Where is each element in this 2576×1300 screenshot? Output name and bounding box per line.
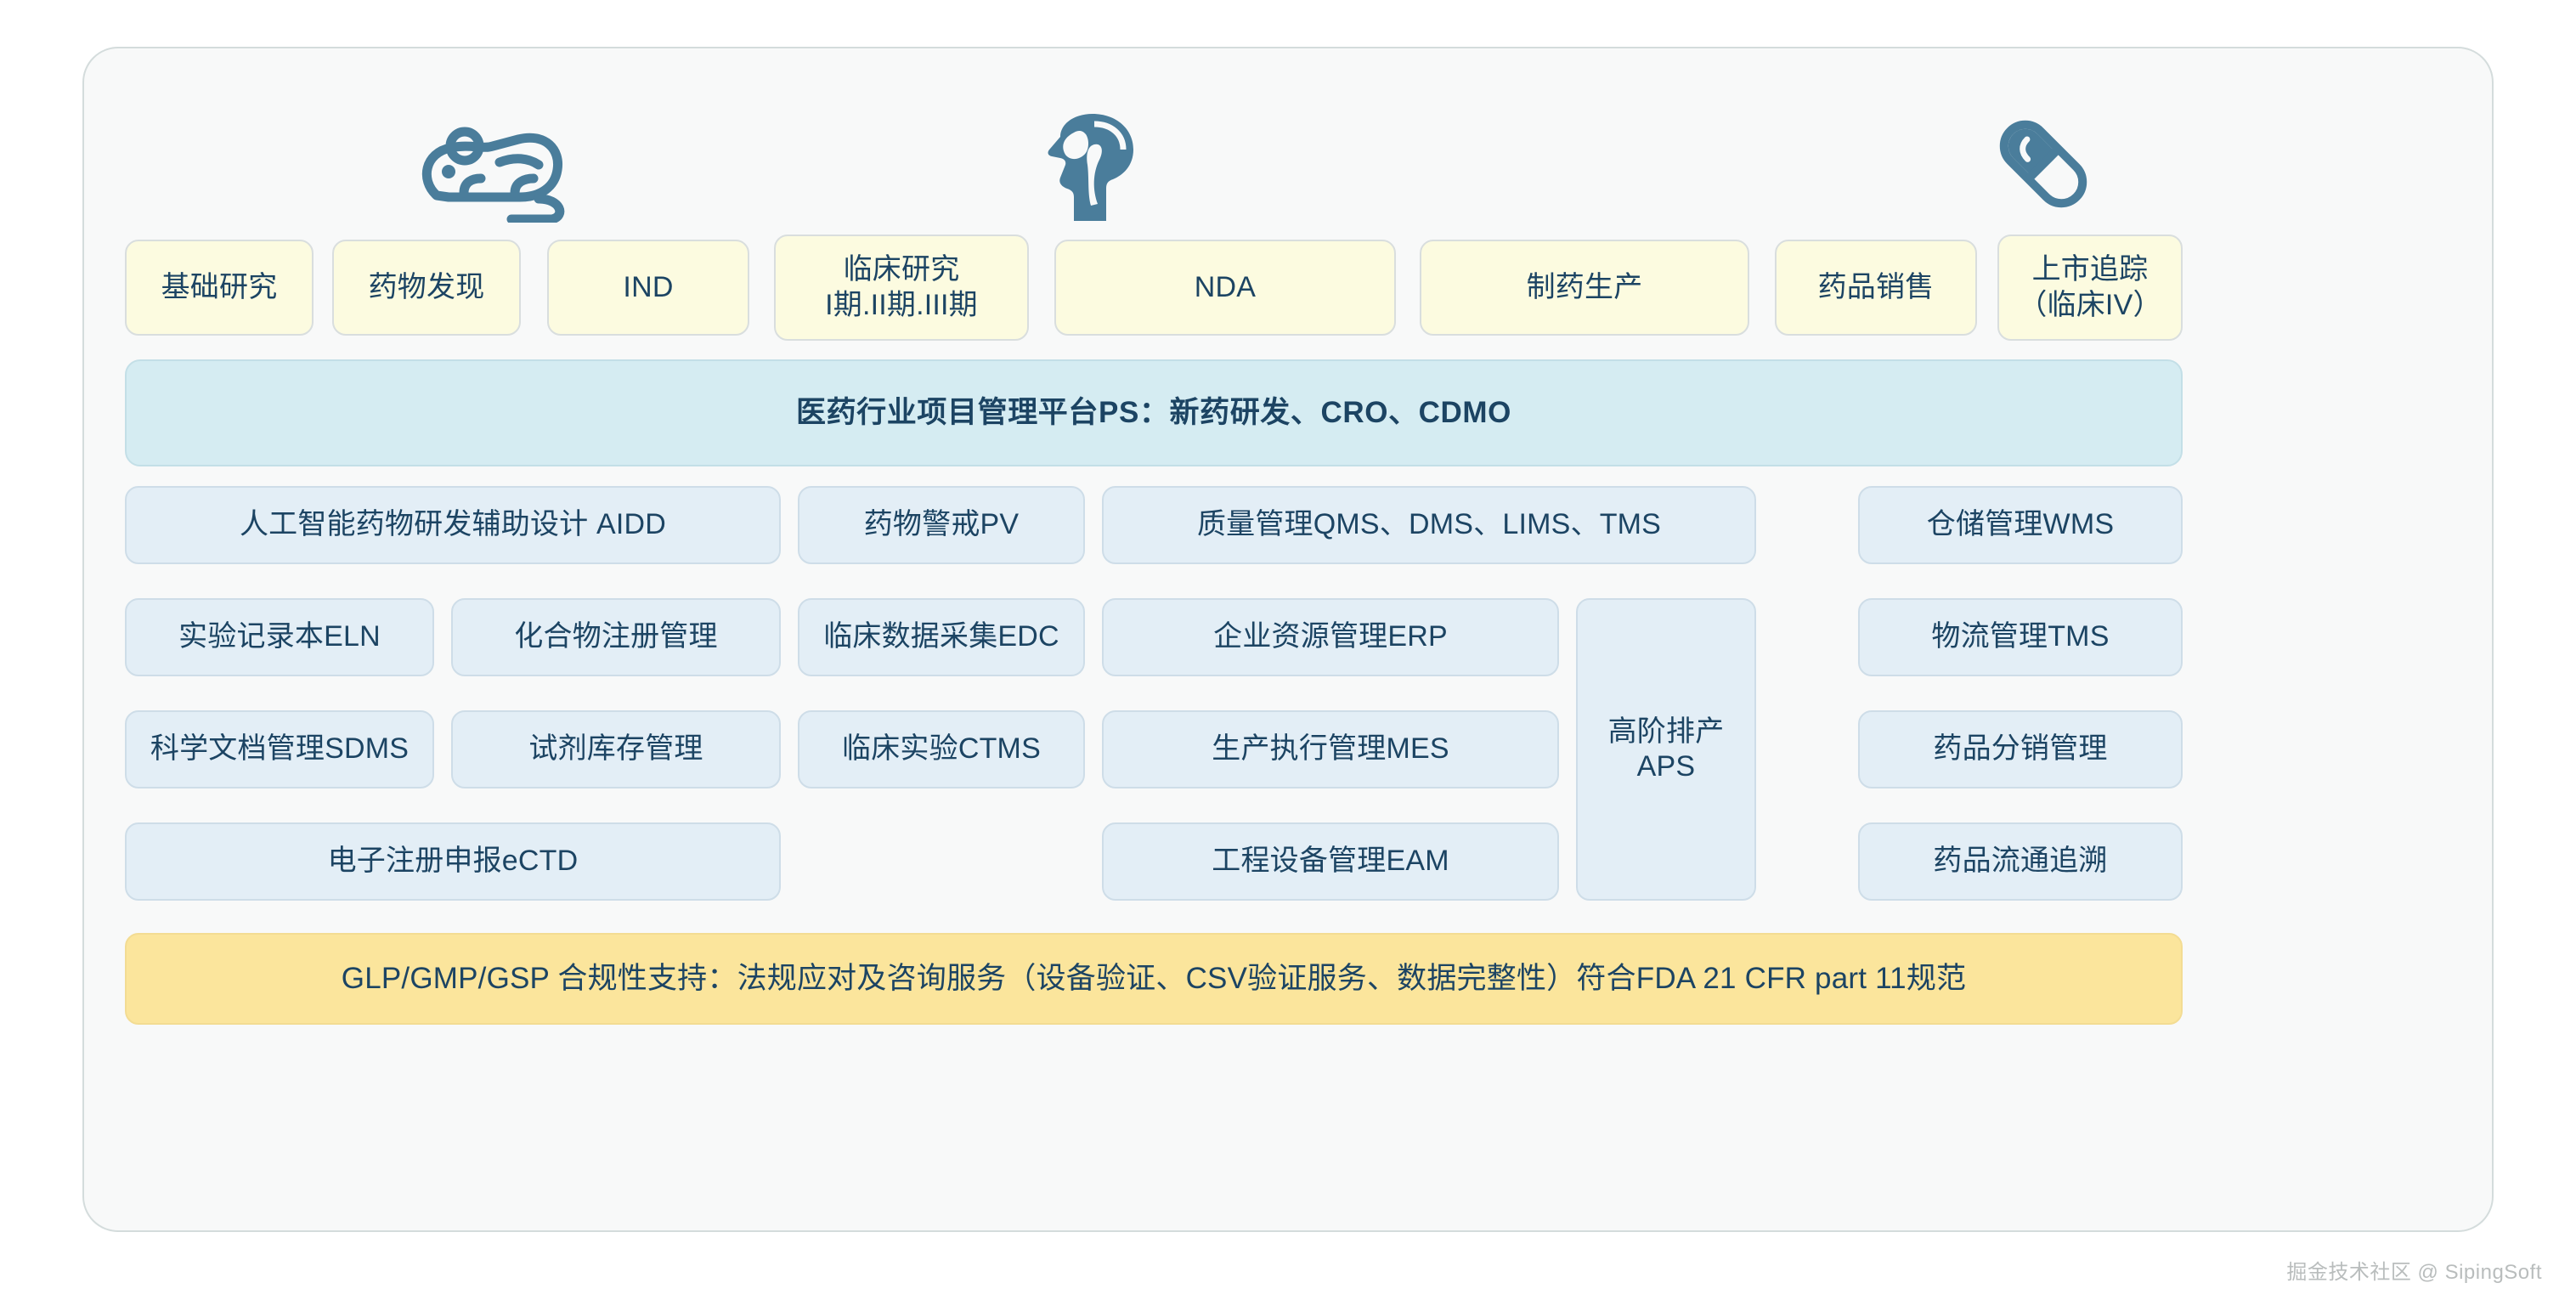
stage-label: 药品销售: [1817, 270, 1935, 303]
module-label: 人工智能药物研发辅助设计 AIDD: [239, 508, 667, 541]
module-card-erp[interactable]: 企业资源管理ERP: [1102, 598, 1559, 676]
module-card-pv[interactable]: 药物警戒PV: [798, 486, 1085, 564]
stage-label: 上市追踪 （临床IV）: [2018, 253, 2162, 321]
stage-card-clinical-research[interactable]: 临床研究 I期.II期.III期: [774, 235, 1029, 341]
module-label: 科学文档管理SDMS: [150, 732, 410, 766]
stage-label: 制药生产: [1526, 270, 1643, 303]
lab-mouse-icon: [411, 121, 573, 227]
stage-card-post-market[interactable]: 上市追踪 （临床IV）: [1997, 235, 2183, 341]
module-label: 工程设备管理EAM: [1212, 845, 1449, 878]
stage-card-drug-sales[interactable]: 药品销售: [1775, 240, 1977, 336]
module-card-drug-distribution[interactable]: 药品分销管理: [1858, 710, 2183, 788]
module-card-eln[interactable]: 实验记录本ELN: [125, 598, 434, 676]
module-card-ctms[interactable]: 临床实验CTMS: [798, 710, 1085, 788]
stage-card-nda[interactable]: NDA: [1054, 240, 1396, 336]
stage-label: NDA: [1194, 270, 1257, 303]
stage-label: 药物发现: [368, 270, 485, 303]
module-label: 临床数据采集EDC: [823, 620, 1059, 653]
brain-head-icon: [1040, 112, 1146, 225]
stage-label: 临床研究 I期.II期.III期: [825, 253, 978, 321]
module-card-compound-registration[interactable]: 化合物注册管理: [451, 598, 781, 676]
module-label: 企业资源管理ERP: [1213, 620, 1448, 653]
capsule-pill-icon: [1991, 112, 2095, 220]
module-card-ectd[interactable]: 电子注册申报eCTD: [125, 822, 781, 901]
platform-banner-label: 医药行业项目管理平台PS：新药研发、CRO、CDMO: [796, 395, 1511, 429]
stage-label: 基础研究: [161, 270, 278, 303]
module-label: 仓储管理WMS: [1926, 508, 2115, 541]
watermark: 掘金技术社区 @ SipingSoft: [2286, 1261, 2542, 1284]
module-label: 生产执行管理MES: [1212, 732, 1449, 766]
stage-card-basic-research[interactable]: 基础研究: [125, 240, 314, 336]
diagram-panel: 基础研究 药物发现 IND 临床研究 I期.II期.III期 NDA 制药生产 …: [82, 47, 2494, 1232]
module-card-sdms[interactable]: 科学文档管理SDMS: [125, 710, 434, 788]
module-label: 高阶排产 APS: [1607, 715, 1725, 783]
module-card-mes[interactable]: 生产执行管理MES: [1102, 710, 1559, 788]
icon-row: [84, 112, 2492, 225]
module-label: 质量管理QMS、DMS、LIMS、TMS: [1196, 508, 1662, 541]
module-label: 药品分销管理: [1933, 732, 2108, 766]
stage-card-manufacturing[interactable]: 制药生产: [1420, 240, 1749, 336]
module-label: 实验记录本ELN: [178, 620, 381, 653]
platform-banner[interactable]: 医药行业项目管理平台PS：新药研发、CRO、CDMO: [125, 359, 2183, 466]
compliance-bar-label: GLP/GMP/GSP 合规性支持：法规应对及咨询服务（设备验证、CSV验证服务…: [341, 961, 1967, 995]
stage-label: IND: [623, 270, 674, 303]
module-card-qms[interactable]: 质量管理QMS、DMS、LIMS、TMS: [1102, 486, 1756, 564]
module-card-edc[interactable]: 临床数据采集EDC: [798, 598, 1085, 676]
stage-card-drug-discovery[interactable]: 药物发现: [332, 240, 521, 336]
module-card-drug-traceability[interactable]: 药品流通追溯: [1858, 822, 2183, 901]
stage-card-ind[interactable]: IND: [547, 240, 749, 336]
module-label: 药品流通追溯: [1933, 845, 2108, 878]
compliance-bar[interactable]: GLP/GMP/GSP 合规性支持：法规应对及咨询服务（设备验证、CSV验证服务…: [125, 933, 2183, 1025]
module-card-eam[interactable]: 工程设备管理EAM: [1102, 822, 1559, 901]
module-card-reagent-inventory[interactable]: 试剂库存管理: [451, 710, 781, 788]
module-label: 物流管理TMS: [1931, 620, 2110, 653]
module-label: 化合物注册管理: [514, 620, 718, 653]
module-label: 药物警戒PV: [863, 508, 1020, 541]
module-card-tms[interactable]: 物流管理TMS: [1858, 598, 2183, 676]
module-label: 临床实验CTMS: [842, 732, 1041, 766]
module-card-aidd[interactable]: 人工智能药物研发辅助设计 AIDD: [125, 486, 781, 564]
module-card-wms[interactable]: 仓储管理WMS: [1858, 486, 2183, 564]
module-label: 电子注册申报eCTD: [327, 845, 579, 878]
module-label: 试剂库存管理: [528, 732, 703, 766]
module-card-aps[interactable]: 高阶排产 APS: [1576, 598, 1756, 901]
